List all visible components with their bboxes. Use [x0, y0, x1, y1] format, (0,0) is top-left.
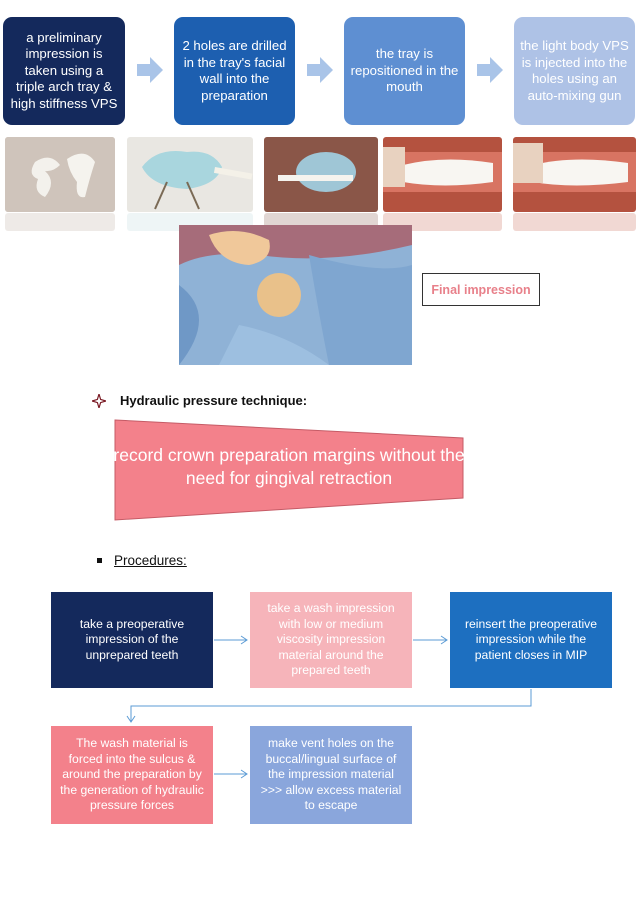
four-point-star-icon — [92, 393, 106, 408]
procedure-step-4: The wash material is forced into the sul… — [51, 726, 213, 824]
procedure-step-text: reinsert the preoperative impression whi… — [464, 616, 598, 662]
hydraulic-title-text: Hydraulic pressure technique: — [120, 393, 308, 408]
procedure-step-2: take a wash impression with low or mediu… — [250, 592, 412, 688]
procedure-step-text: make vent holes on the buccal/lingual su… — [260, 736, 402, 813]
flow-step-inject-light-body: the light body VPS is injected into the … — [514, 17, 635, 125]
arrow-connector — [130, 689, 532, 722]
arrow-head-icon — [126, 715, 136, 723]
final-impression-label: Final impression — [422, 273, 540, 306]
arrow-head-icon — [440, 635, 448, 645]
chevron-right-icon — [307, 57, 333, 83]
arrow-head-icon — [240, 769, 248, 779]
chevron-right-icon — [137, 57, 163, 83]
photo-drilled-tray — [127, 137, 253, 212]
photo-tray-in-mouth — [264, 137, 378, 212]
photo-injection-2 — [513, 137, 636, 212]
hydraulic-section-title: Hydraulic pressure technique: — [92, 393, 307, 408]
procedure-step-text: take a wash impression with low or mediu… — [267, 601, 395, 678]
flow-step-text: 2 holes are drilled in the tray's facial… — [182, 38, 287, 103]
procedure-step-text: take a preoperative impression of the un… — [79, 616, 185, 662]
procedures-title-text: Procedures: — [114, 553, 187, 568]
procedure-step-5: make vent holes on the buccal/lingual su… — [250, 726, 412, 824]
procedure-step-text: The wash material is forced into the sul… — [60, 736, 204, 813]
flow-step-preliminary-impression: a preliminary impression is taken using … — [3, 17, 125, 125]
hydraulic-banner-shape — [114, 419, 464, 521]
procedure-step-3: reinsert the preoperative impression whi… — [450, 592, 612, 688]
arrow-head-icon — [240, 635, 248, 645]
flow-step-text: a preliminary impression is taken using … — [10, 29, 118, 111]
chevron-right-icon — [477, 57, 503, 83]
photo-injection-1 — [383, 137, 502, 212]
flow-step-drill-holes: 2 holes are drilled in the tray's facial… — [174, 17, 295, 125]
flow-step-text: the light body VPS is injected into the … — [520, 38, 629, 103]
procedures-heading: Procedures: — [97, 553, 187, 568]
photo-preliminary-impression — [5, 137, 115, 212]
hydraulic-banner-text: record crown preparation margins without… — [113, 445, 465, 488]
photo-final-impression — [179, 225, 412, 365]
procedure-step-1: take a preoperative impression of the un… — [51, 592, 213, 688]
flow-step-reposition-tray: the tray is repositioned in the mouth — [344, 17, 465, 125]
flow-step-text: the tray is repositioned in the mouth — [350, 46, 459, 95]
square-bullet-icon — [97, 558, 102, 563]
final-impression-text: Final impression — [431, 282, 531, 297]
